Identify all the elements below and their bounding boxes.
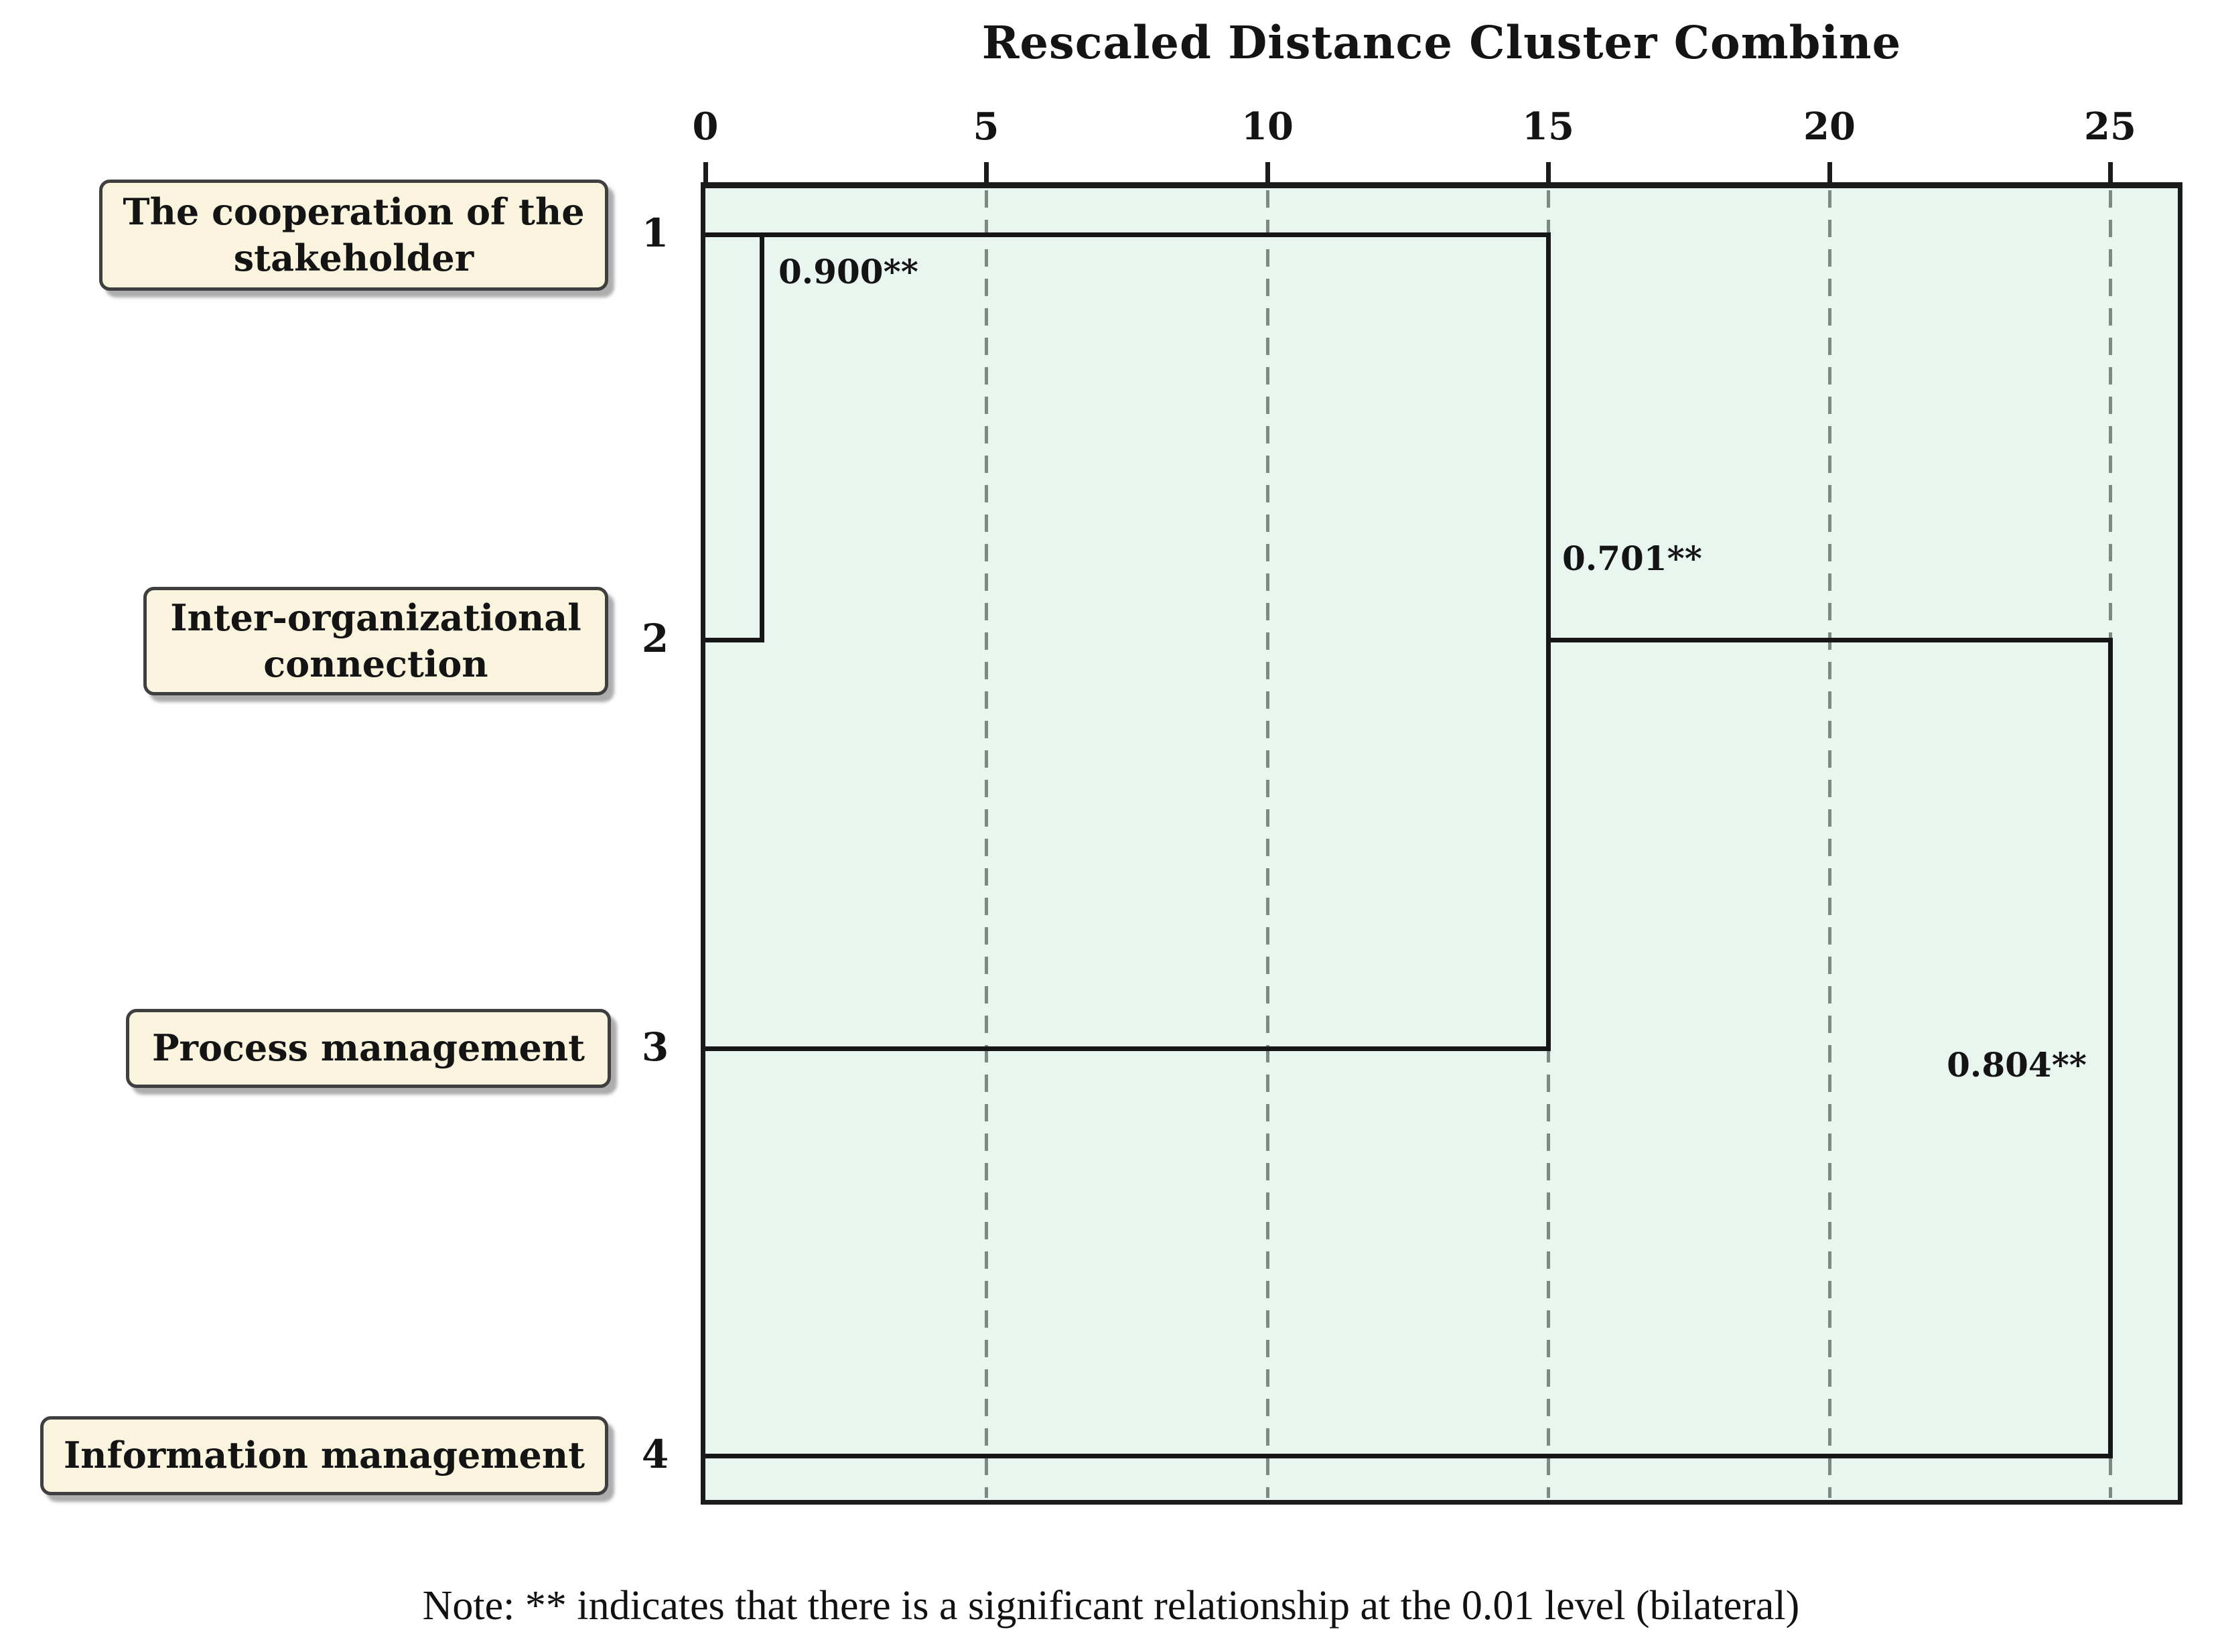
- leaf-label-4: Information management: [63, 1434, 585, 1477]
- link-leaf2-horizontal: [705, 638, 764, 642]
- leaf-number-1: 1: [641, 210, 669, 256]
- x-tick-label-10: 10: [1241, 105, 1294, 149]
- x-tick-mark-5: [984, 162, 989, 184]
- leaf-label-2: Inter-organizational connection: [170, 596, 581, 685]
- leaf-label-3: Process management: [151, 1026, 585, 1070]
- leaf-number-2: 2: [641, 616, 669, 661]
- x-tick-label-25: 25: [2084, 105, 2136, 149]
- chart-title: Rescaled Distance Cluster Combine: [981, 16, 1902, 69]
- x-tick-mark-10: [1265, 162, 1270, 184]
- link-leaf1-horizontal: [705, 232, 1551, 237]
- leaf-label-box-4: Information management: [40, 1416, 608, 1495]
- leaf-number-4: 4: [641, 1432, 669, 1477]
- plot-area: [701, 182, 2182, 1505]
- annotation-join-1-2: 0.900**: [778, 252, 918, 291]
- annotation-join-12-3: 0.701**: [1562, 539, 1702, 578]
- link-join-1-2-vertical: [760, 232, 764, 642]
- gridline-5: [985, 190, 988, 1498]
- gridline-20: [1828, 190, 1831, 1498]
- x-tick-mark-20: [1827, 162, 1832, 184]
- link-cluster123-horizontal: [1546, 638, 2113, 642]
- x-tick-label-5: 5: [973, 105, 999, 149]
- x-tick-mark-0: [703, 162, 708, 184]
- link-leaf3-horizontal: [705, 1046, 1551, 1051]
- x-tick-mark-25: [2108, 162, 2113, 184]
- link-join-cluster123-4-vertical: [2108, 638, 2113, 1458]
- annotation-join-123-4: 0.804**: [1947, 1045, 2087, 1085]
- gridline-10: [1266, 190, 1269, 1498]
- x-tick-label-0: 0: [692, 105, 719, 149]
- leaf-number-3: 3: [641, 1024, 669, 1070]
- link-leaf4-horizontal: [705, 1454, 2113, 1458]
- leaf-label-box-2: Inter-organizational connection: [143, 587, 608, 695]
- x-tick-label-15: 15: [1522, 105, 1574, 149]
- x-tick-mark-15: [1546, 162, 1551, 184]
- leaf-label-1: The cooperation of the stakeholder: [123, 190, 585, 279]
- x-tick-label-20: 20: [1803, 105, 1856, 149]
- leaf-label-box-1: The cooperation of the stakeholder: [99, 180, 608, 291]
- significance-note: Note: ** indicates that there is a signi…: [422, 1583, 1800, 1629]
- leaf-label-box-3: Process management: [126, 1009, 611, 1088]
